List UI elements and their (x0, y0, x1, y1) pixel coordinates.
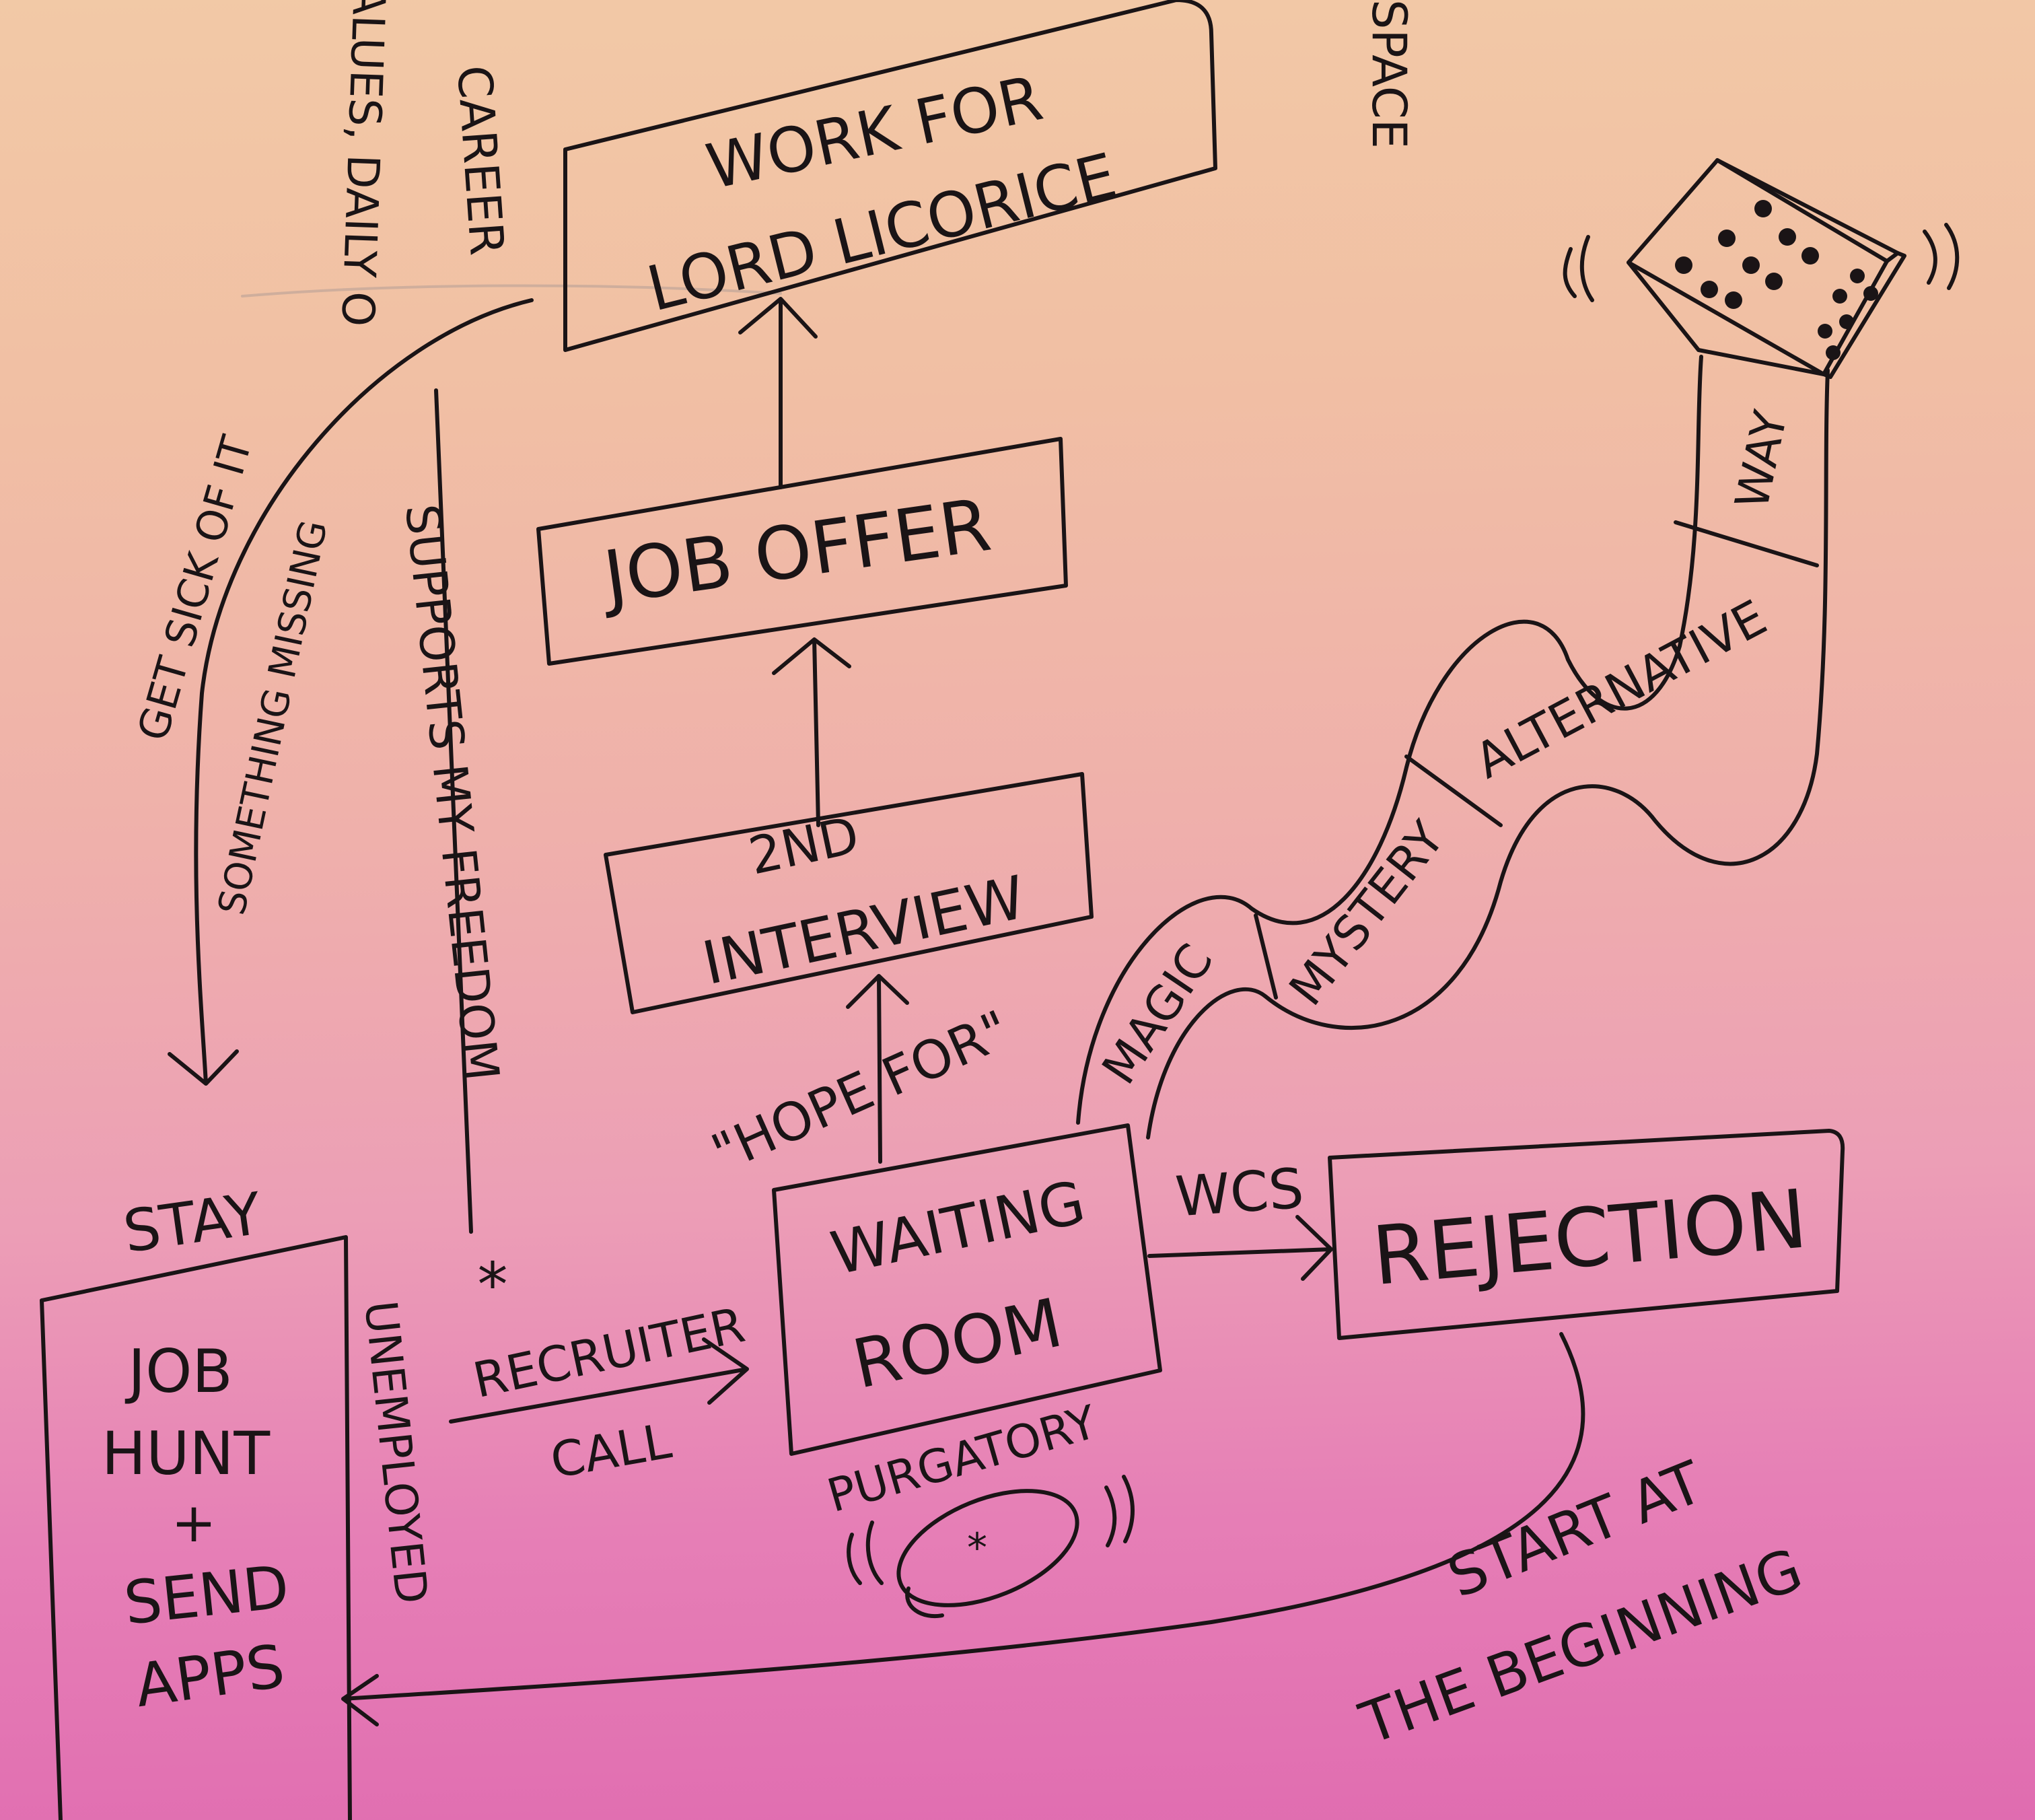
second-interview-box (604, 772, 1094, 1014)
work-for-lord-licorice-box (563, 0, 1217, 352)
the-beginning-label: THE BEGINNING (1351, 1536, 1811, 1758)
values-daily-label: VALUES, DAILY O (331, 0, 396, 327)
arrow-to-second-interview (846, 974, 909, 1164)
recruiter-call-arrow (449, 1337, 749, 1424)
job-hunt-line-4: APPS (131, 1631, 289, 1720)
left-column-divider (434, 388, 473, 1234)
coin-star: * (967, 1525, 987, 1572)
alternative-path-outer (1076, 355, 1703, 1125)
rejection-label: REJECTION (1369, 1172, 1811, 1304)
second-interview-line-1: 2ND (744, 805, 864, 886)
path-segment-magic: MAGIC (1092, 934, 1224, 1094)
something-missing-label: SOMETHING MISSING (210, 516, 336, 918)
path-segment-way: WAY (1725, 406, 1798, 514)
job-hunt-line-3: SEND (121, 1552, 292, 1638)
get-sick-label: GET SICK OF IT (128, 430, 262, 746)
job-hunt-box (40, 1235, 352, 1820)
stay-label: STAY (119, 1180, 266, 1266)
job-hunt-plus: + (171, 1492, 216, 1554)
wcs-label: WCS (1174, 1157, 1306, 1230)
job-offer-box (536, 437, 1068, 666)
hope-for-label: "HOPE FOR" (703, 1000, 1019, 1185)
room-label: ROOM (846, 1283, 1069, 1404)
arrow-to-job-offer (772, 637, 851, 827)
path-divider-3 (1674, 520, 1819, 567)
alternative-path-inner (1146, 368, 1830, 1140)
path-divider-1 (1254, 913, 1278, 1000)
asterisk-mark: * (478, 1250, 508, 1321)
career-label: CAREER (446, 64, 515, 258)
paper-fold-line (241, 284, 782, 298)
dice-pips (1675, 200, 1878, 360)
waiting-label: WAITING (825, 1167, 1091, 1288)
path-segment-mystery: MYSTERY (1279, 811, 1456, 1016)
dice-icon (1563, 158, 1960, 379)
second-interview-line-2: INTERVIEW (697, 862, 1031, 998)
supports-freedom-label: SUPPORTS MY FREEDOM (394, 501, 509, 1083)
waiting-room-box (772, 1123, 1162, 1456)
rejection-box (1328, 1129, 1845, 1340)
call-label: CALL (546, 1412, 676, 1489)
coin-icon (847, 1475, 1135, 1619)
path-divider-2 (1404, 755, 1503, 827)
path-segment-alternative: ALTERNATIVE (1466, 589, 1775, 790)
job-hunt-line-1: JOB (124, 1337, 233, 1406)
job-offer-label: JOB OFFER (595, 483, 996, 621)
space-label: SPACE (1361, 0, 1417, 149)
start-over-arrow (341, 1332, 1585, 1726)
arrow-to-lord-licorice (738, 297, 818, 489)
unemployed-label: UNEMPLOYED (354, 1298, 437, 1606)
get-sick-arrow (168, 298, 534, 1086)
job-hunt-line-2: HUNT (102, 1419, 271, 1488)
wcs-arrow (1147, 1215, 1333, 1281)
